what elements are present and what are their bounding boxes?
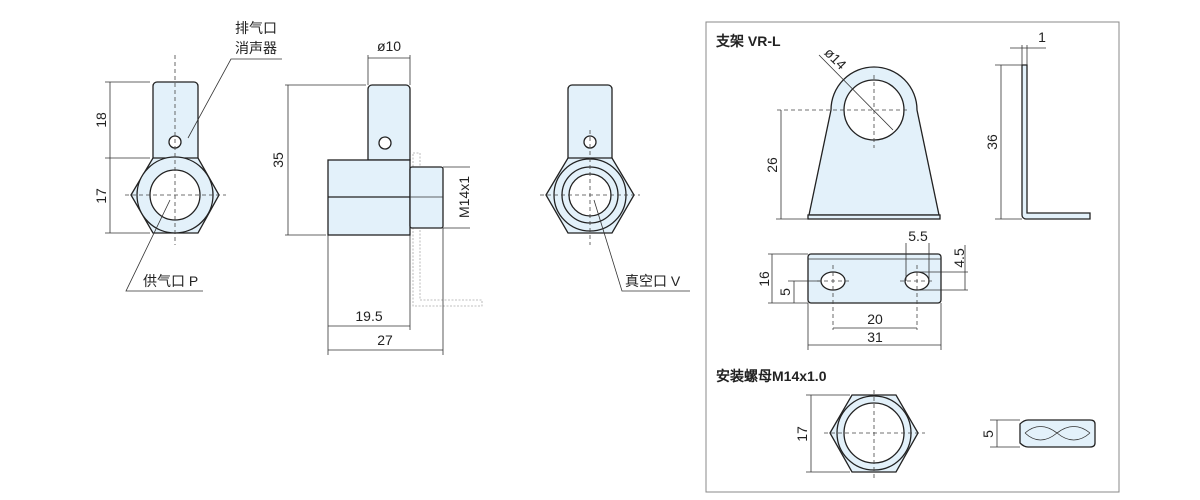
dim-diameter: ø10 — [377, 38, 401, 54]
bracket-title: 支架 VR-L — [715, 33, 781, 49]
dim-nut-thickness: 5 — [980, 430, 996, 438]
dim-bracket-length: 31 — [867, 329, 883, 345]
dim-total-length: 27 — [377, 332, 393, 348]
dim-thread: M14x1 — [456, 176, 472, 218]
dim-hole-diameter: ø14 — [821, 44, 850, 73]
vacuum-port-label: 真空口 V — [625, 273, 681, 289]
accessory-panel — [705, 21, 1120, 493]
dim-hole-spacing: 20 — [867, 311, 883, 327]
front-view: 18 17 排气口 消声器 供气口 P — [93, 20, 282, 292]
side-view: 35 ø10 M14x1 19.5 27 — [270, 38, 483, 355]
dim-bracket-width: 16 — [756, 271, 772, 287]
exhaust-label-2: 消声器 — [235, 40, 277, 56]
dim-stem-height: 18 — [93, 112, 109, 128]
back-view: 真空口 V — [540, 84, 690, 292]
dim-total-height: 35 — [270, 152, 286, 168]
dim-across-flats: 17 — [794, 426, 810, 442]
dim-hex-height: 17 — [93, 188, 109, 204]
dim-slot-height: 4.5 — [951, 248, 967, 268]
nut-drawing: 安装螺母M14x1.0 17 5 — [716, 368, 1096, 478]
dim-slot-width: 5.5 — [908, 228, 928, 244]
dim-thickness: 1 — [1038, 29, 1046, 45]
dim-side-height: 36 — [984, 134, 1000, 150]
bracket-drawing: 支架 VR-L ø14 26 36 1 16 5 — [715, 29, 1091, 350]
supply-port-label: 供气口 P — [143, 273, 198, 289]
dim-bracket-height: 26 — [764, 157, 780, 173]
exhaust-label-1: 排气口 — [235, 20, 277, 36]
nut-title: 安装螺母M14x1.0 — [716, 368, 827, 384]
dim-hole-offset: 5 — [777, 288, 793, 296]
dim-body-length: 19.5 — [355, 308, 382, 324]
